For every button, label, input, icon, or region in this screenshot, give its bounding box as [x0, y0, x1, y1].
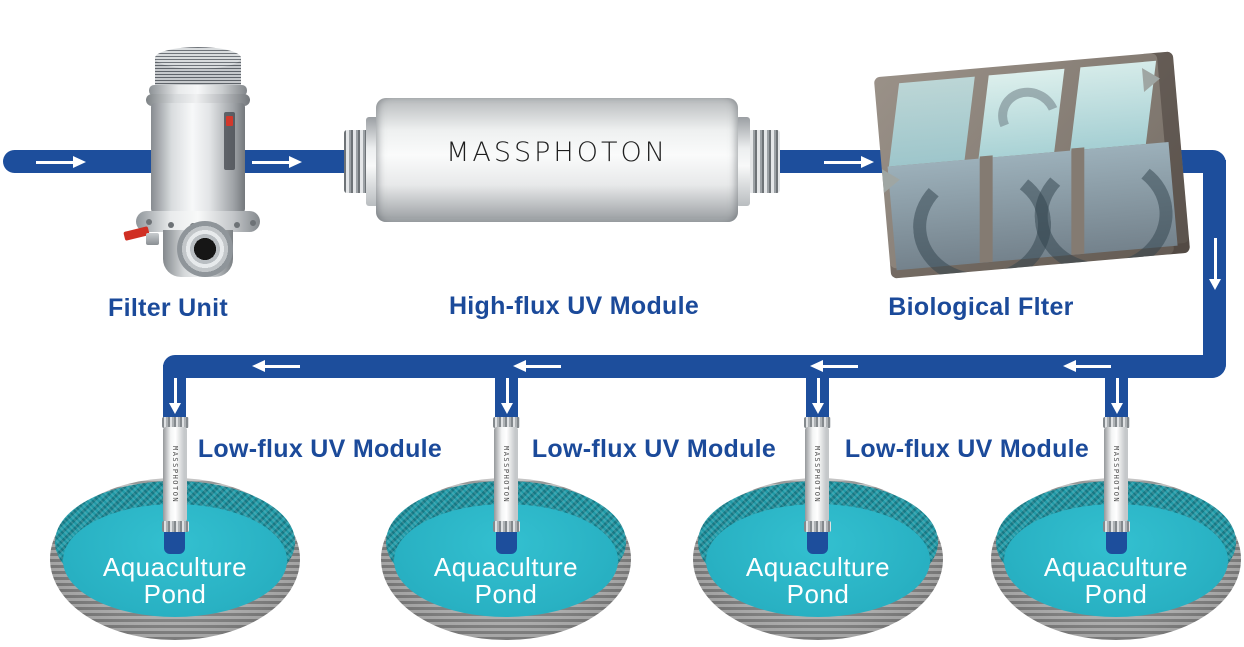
module-outlet-tip-4: [1106, 528, 1127, 554]
pond-label-line1: Aquaculture: [433, 552, 579, 582]
module-cap-bottom: [162, 521, 189, 532]
flow-arrow-down-icon: [1209, 238, 1221, 290]
uv-cylinder-body: [376, 98, 738, 222]
low-flux-uv-module-label-1: Low-flux UV Module: [197, 435, 443, 463]
biological-filter-label: Biological Flter: [888, 293, 1074, 321]
module-cap-top: [1103, 417, 1130, 428]
filter-valve-stem: [146, 233, 159, 245]
module-cap-bottom: [1103, 521, 1130, 532]
filter-unit-label: Filter Unit: [108, 294, 228, 322]
module-body: MASSPHOTON: [494, 427, 518, 522]
pond-label-line1: Aquaculture: [102, 552, 248, 582]
module-outlet-tip-3: [807, 528, 828, 554]
pond-label-line2: Pond: [1084, 579, 1148, 609]
biofilter-chamber-1: [888, 76, 975, 167]
module-cap-bottom: [493, 521, 520, 532]
pond-label: Aquaculture Pond: [991, 554, 1241, 608]
flow-arrow-left-icon: [810, 360, 858, 372]
flow-arrow-right-icon: [252, 156, 302, 168]
module-body: MASSPHOTON: [1104, 427, 1128, 522]
module-body: MASSPHOTON: [805, 427, 829, 522]
biological-filter-illustration: [873, 51, 1191, 279]
module-cap-top: [162, 417, 189, 428]
pond-label: Aquaculture Pond: [381, 554, 631, 608]
aquaculture-pond-2: Aquaculture Pond: [381, 478, 631, 640]
pond-label: Aquaculture Pond: [50, 554, 300, 608]
uv-collar-right: [736, 117, 750, 206]
flow-arrow-left-icon: [513, 360, 561, 372]
biofilter-divider-wall: [979, 155, 993, 263]
uv-threaded-connector-right: [748, 130, 780, 193]
flow-arrow-down-icon: [169, 378, 181, 414]
module-brand-text: MASSPHOTON: [171, 445, 179, 504]
filter-flange-bolts: [146, 219, 152, 225]
pond-label-line1: Aquaculture: [745, 552, 891, 582]
pond-label-line2: Pond: [143, 579, 207, 609]
pond-label-line2: Pond: [786, 579, 850, 609]
filter-mesh-top: [155, 47, 241, 69]
pond-label: Aquaculture Pond: [693, 554, 943, 608]
biofilter-divider-wall: [1071, 147, 1085, 255]
filter-mesh-rim: [149, 85, 247, 96]
biofilter-inlet-arrow-icon: [881, 167, 901, 194]
module-brand-text: MASSPHOTON: [813, 445, 821, 504]
flow-arrow-down-icon: [1111, 378, 1123, 414]
flow-arrow-right-icon: [36, 156, 86, 168]
filter-label-sticker: [224, 112, 235, 170]
low-flux-uv-module-label-3: Low-flux UV Module: [844, 435, 1090, 463]
filter-red-sticker: [226, 116, 233, 126]
module-cap-top: [493, 417, 520, 428]
flow-arrow-down-icon: [812, 378, 824, 414]
high-flux-uv-module-label: High-flux UV Module: [448, 292, 700, 320]
filter-outlet-port: [177, 221, 233, 277]
aquaculture-pond-3: Aquaculture Pond: [693, 478, 943, 640]
pond-label-line1: Aquaculture: [1043, 552, 1189, 582]
module-outlet-tip-2: [496, 528, 517, 554]
flow-arrow-down-icon: [501, 378, 513, 414]
module-brand-text: MASSPHOTON: [1112, 445, 1120, 504]
low-flux-uv-module-label-2: Low-flux UV Module: [531, 435, 777, 463]
uv-brand-text: MASSPHOTON: [446, 137, 668, 168]
module-cap-bottom: [804, 521, 831, 532]
module-cap-top: [804, 417, 831, 428]
flow-arrow-right-icon: [824, 156, 874, 168]
return-pipe: [163, 355, 1226, 378]
biofilter-outlet-arrow-icon: [1141, 66, 1161, 92]
module-outlet-tip-1: [164, 528, 185, 554]
flow-arrow-left-icon: [252, 360, 300, 372]
module-body: MASSPHOTON: [163, 427, 187, 522]
pond-label-line2: Pond: [474, 579, 538, 609]
module-brand-text: MASSPHOTON: [502, 445, 510, 504]
flow-arrow-left-icon: [1063, 360, 1111, 372]
